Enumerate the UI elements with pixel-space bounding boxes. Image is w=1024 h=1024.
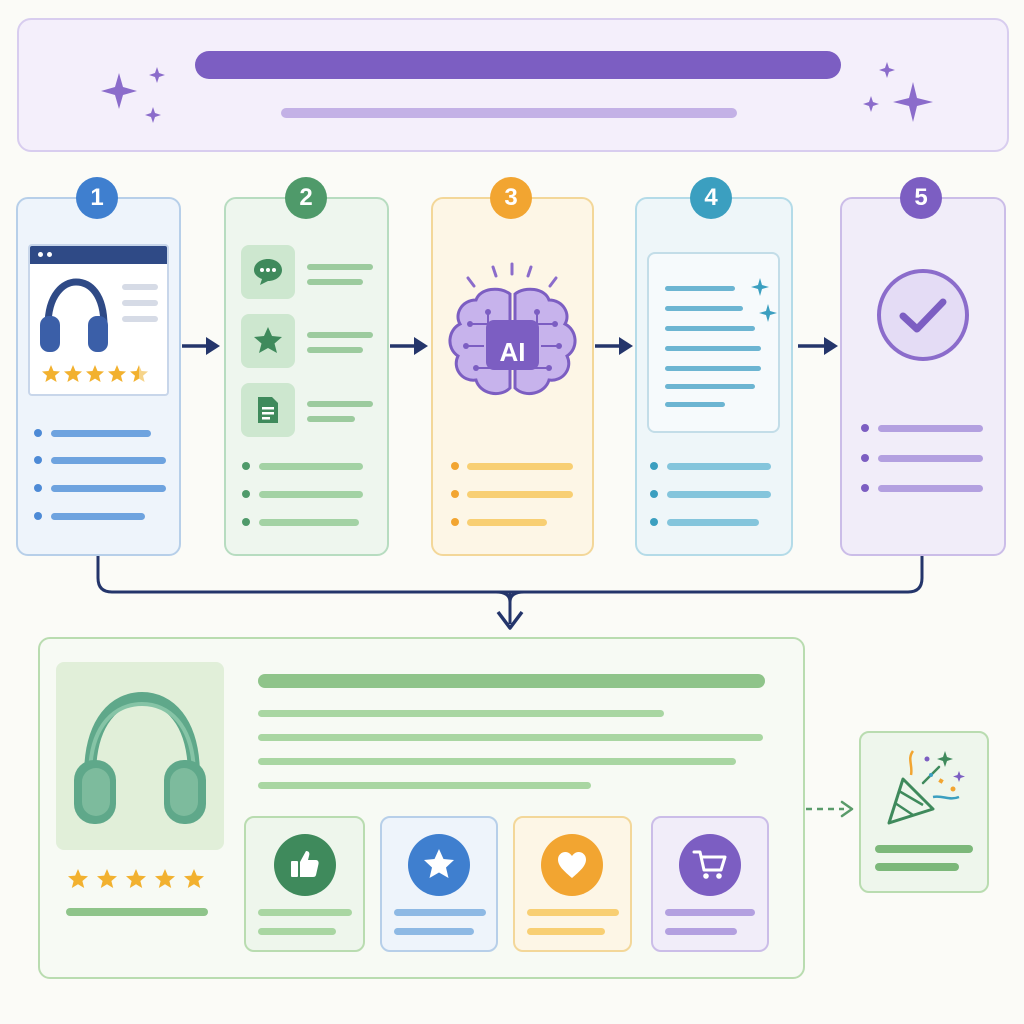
sparkle-icon xyxy=(863,62,933,122)
headphones-icon xyxy=(40,278,108,352)
add-to-cart-card[interactable] xyxy=(651,816,769,952)
flow-arrow xyxy=(390,337,428,355)
document-icon xyxy=(258,397,278,423)
wishlist-card[interactable] xyxy=(513,816,632,952)
dashed-arrow xyxy=(806,800,854,818)
header-banner xyxy=(17,18,1009,152)
ai-chip-label: AI xyxy=(499,337,526,367)
thumbs-up-icon xyxy=(291,851,319,877)
like-card[interactable] xyxy=(244,816,365,952)
rating-stars-icon xyxy=(68,869,204,888)
checkmark-circle-icon xyxy=(877,269,969,361)
flow-arrow xyxy=(798,337,838,355)
header-subtitle-placeholder xyxy=(281,108,737,118)
step-number-3: 3 xyxy=(490,177,532,219)
browser-window-icon xyxy=(30,246,167,264)
step-number-5: 5 xyxy=(900,177,942,219)
review-item xyxy=(241,314,295,368)
star-icon xyxy=(424,849,454,878)
rating-stars-icon xyxy=(42,365,148,382)
flow-arrow xyxy=(595,337,633,355)
document-preview-icon xyxy=(647,252,780,433)
sparkle-icon xyxy=(101,67,165,123)
product-image xyxy=(56,662,224,850)
step-number-4: 4 xyxy=(690,177,732,219)
flow-arrow xyxy=(182,337,220,355)
heart-icon xyxy=(558,852,586,878)
review-item xyxy=(241,383,295,437)
step-number-1: 1 xyxy=(76,177,118,219)
star-icon xyxy=(254,327,282,353)
product-page-preview xyxy=(28,244,169,396)
step-card-5 xyxy=(840,197,1006,556)
party-popper-icon xyxy=(887,750,965,825)
favorite-card[interactable] xyxy=(380,816,498,952)
sparkle-icon xyxy=(751,278,777,322)
celebration-card xyxy=(859,731,989,893)
header-title-placeholder xyxy=(195,51,841,79)
step-number-2: 2 xyxy=(285,177,327,219)
chat-bubble-icon xyxy=(254,259,282,285)
review-item xyxy=(241,245,295,299)
product-caption-placeholder xyxy=(66,908,208,916)
shopping-cart-icon xyxy=(692,850,727,879)
ai-brain-icon xyxy=(448,262,577,396)
headphones-icon xyxy=(74,691,206,824)
merge-connector xyxy=(96,556,924,630)
